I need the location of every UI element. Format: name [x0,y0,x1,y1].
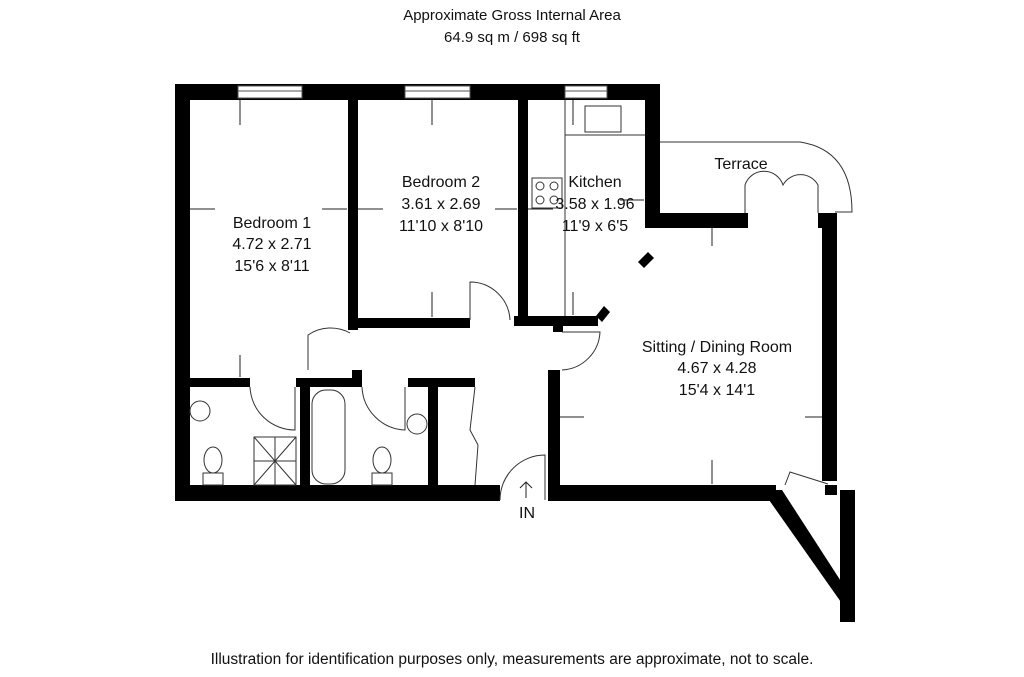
room-name-terrace: Terrace [714,156,767,173]
bath-icon [311,389,346,485]
dimension-arrows [190,100,822,484]
door-swings [249,170,829,501]
toilet-icon-2 [372,446,392,474]
gross-area: 64.9 sq m / 698 sq ft [444,29,580,46]
room-imperial-kitchen: 11'9 x 6'5 [562,218,628,235]
room-name-bedroom-1: Bedroom 1 [233,215,311,232]
room-imperial-bedroom-2: 11'10 x 8'10 [399,218,483,235]
room-metric-kitchen: 3.58 x 1.96 [555,196,634,213]
basin-icon-2 [406,413,428,435]
plan-title: Approximate Gross Internal Area [403,7,621,24]
room-name-bedroom-2: Bedroom 2 [402,174,480,191]
windows [237,85,608,99]
entrance-label: IN [519,505,535,522]
room-name-sitting: Sitting / Dining Room [642,339,792,356]
room-metric-bedroom-2: 3.61 x 2.69 [401,196,480,213]
room-imperial-sitting: 15'4 x 14'1 [679,382,755,399]
kitchen-fittings [531,100,645,316]
basin-icon [189,400,211,422]
room-imperial-bedroom-1: 15'6 x 8'11 [234,258,309,275]
terrace-outline [660,141,853,213]
entrance-arrow-icon [519,481,533,498]
hob-icon [531,177,563,209]
toilet-icon [203,446,223,474]
sink-icon [584,105,622,133]
room-metric-sitting: 4.67 x 4.28 [677,360,756,377]
disclaimer: Illustration for identification purposes… [210,651,814,668]
room-name-kitchen: Kitchen [568,174,621,191]
room-metric-bedroom-1: 4.72 x 2.71 [232,236,311,253]
bathroom-fittings [189,389,428,486]
